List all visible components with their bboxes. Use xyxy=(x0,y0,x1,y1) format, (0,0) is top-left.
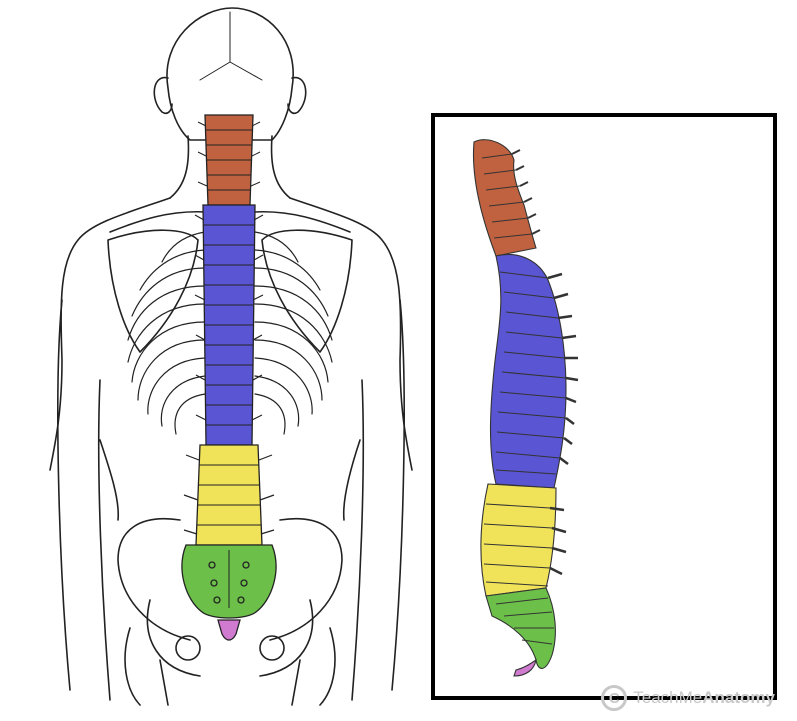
posterior-spine xyxy=(181,114,277,641)
pelvis-lower xyxy=(146,599,314,677)
ribs-right xyxy=(254,231,333,435)
posterior-thoracic xyxy=(194,204,264,446)
waist xyxy=(99,439,361,521)
arm-left xyxy=(57,299,111,701)
watermark-brand: TeachMeAnatomy xyxy=(633,688,775,708)
femur-right xyxy=(291,627,336,706)
lateral-spine xyxy=(472,139,579,677)
lateral-sacrum xyxy=(485,587,556,669)
posterior-lumbar xyxy=(183,444,275,546)
skull-suture xyxy=(199,11,263,81)
watermark-prefix: Teach xyxy=(633,688,679,707)
clavicle-right xyxy=(253,210,351,233)
lateral-cervical xyxy=(472,139,541,257)
posterior-sacrum xyxy=(181,544,277,619)
lateral-coccyx xyxy=(513,658,537,677)
neck-left xyxy=(169,135,190,199)
iliac-left xyxy=(117,518,191,641)
obturator-right xyxy=(259,635,285,661)
ear-right xyxy=(287,77,307,115)
ear-left xyxy=(153,77,173,115)
lateral-thoracic xyxy=(489,253,579,489)
femur-left xyxy=(124,627,169,706)
iliac-right xyxy=(269,518,343,641)
obturator-left xyxy=(175,635,201,661)
ribs-left xyxy=(127,231,206,435)
posterior-view xyxy=(49,7,413,706)
clavicle-left xyxy=(109,210,207,233)
posterior-cervical xyxy=(197,114,261,206)
watermark-middle: Me xyxy=(678,688,703,707)
scapula-right xyxy=(261,229,353,353)
scapula-left xyxy=(107,229,199,353)
head-outline xyxy=(166,7,294,141)
neck-right xyxy=(270,135,291,199)
watermark: C TeachMeAnatomy xyxy=(601,685,775,711)
arm-right xyxy=(351,299,405,701)
copyright-icon: C xyxy=(601,685,628,711)
posterior-coccyx xyxy=(217,619,241,641)
lateral-lumbar xyxy=(480,483,567,597)
watermark-bold: Anatomy xyxy=(702,688,775,707)
